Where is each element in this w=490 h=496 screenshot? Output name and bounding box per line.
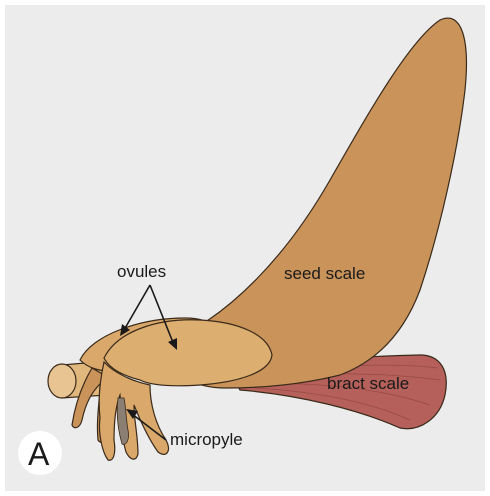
label-seed-scale: seed scale <box>284 264 365 283</box>
cone-axis-cut-end <box>48 364 76 398</box>
label-micropyle: micropyle <box>170 430 243 449</box>
panel-letter: A <box>28 436 50 472</box>
label-bract-scale: bract scale <box>327 374 409 393</box>
label-ovules: ovules <box>117 262 166 281</box>
